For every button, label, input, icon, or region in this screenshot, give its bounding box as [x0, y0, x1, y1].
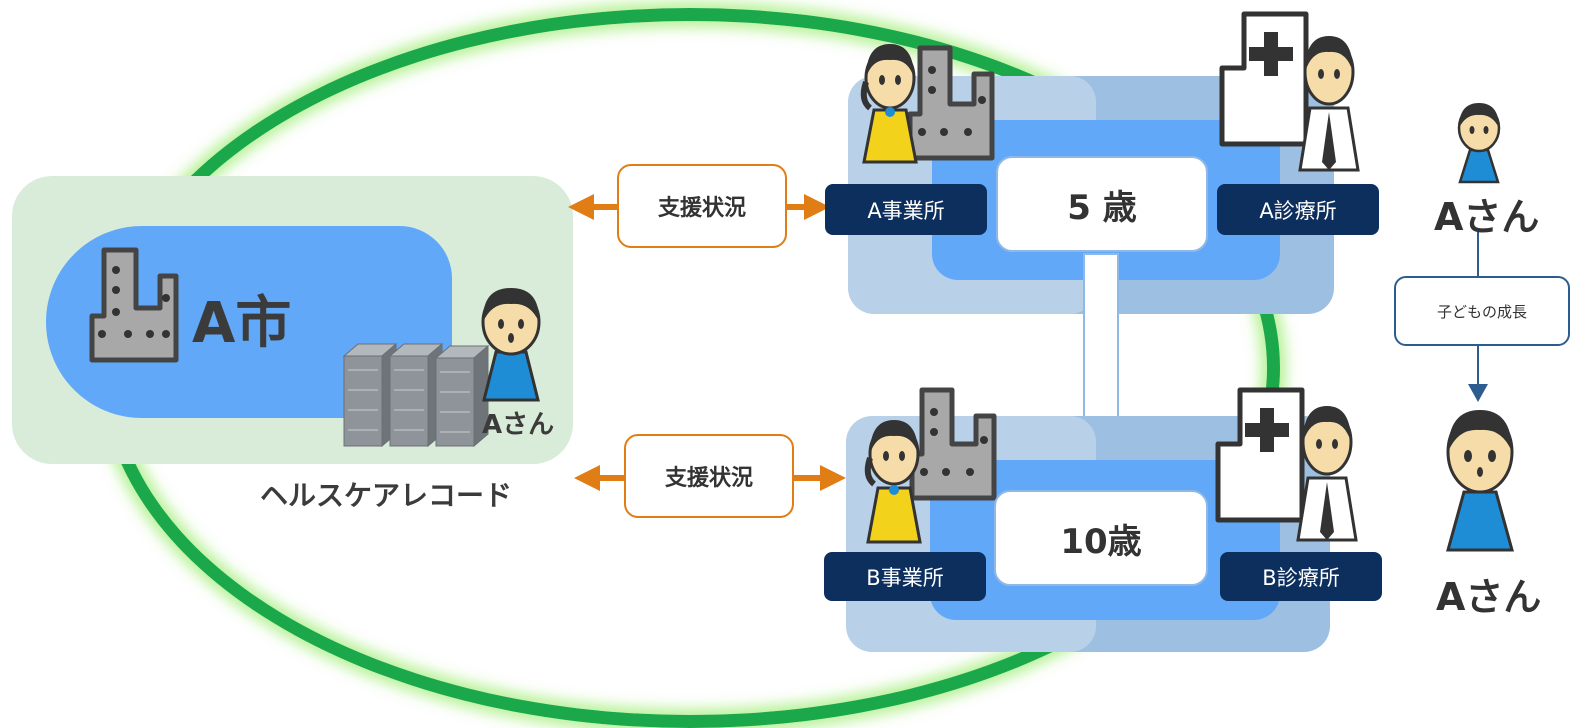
child-icon [481, 288, 541, 402]
city-building-icon [89, 247, 179, 363]
support-status-bottom: 支援状況 [624, 434, 794, 518]
office-building-icon [907, 45, 995, 161]
healthcare-record-caption: ヘルスケアレコード [260, 479, 513, 512]
doctor-icon [1296, 406, 1358, 542]
resident-label: Aさん [482, 410, 555, 440]
growth-arrow [1468, 232, 1488, 402]
doctor-icon [1298, 36, 1360, 172]
growth-person-top: Aさん [1434, 195, 1540, 239]
small-child-icon [1457, 103, 1501, 184]
growth-person-bottom: Aさん [1436, 575, 1542, 619]
age-10-card: 10歳 [994, 490, 1208, 586]
clinic-building-icon [1215, 387, 1305, 523]
server-rack-icon [342, 342, 490, 448]
clinic-building-icon [1219, 11, 1309, 147]
office-staff-icon [860, 44, 918, 164]
clinic-b-tag: B診療所 [1220, 552, 1382, 601]
age-5-card: 5 歳 [996, 156, 1208, 252]
clinic-a-tag: A診療所 [1217, 184, 1379, 235]
office-staff-icon [864, 420, 922, 544]
grown-child-icon [1446, 410, 1514, 552]
office-b-tag: B事業所 [824, 552, 986, 601]
child-growth-box: 子どもの成長 [1394, 276, 1570, 346]
support-status-top: 支援状況 [617, 164, 787, 248]
city-name: A市 [192, 291, 292, 356]
office-a-tag: A事業所 [825, 184, 987, 235]
